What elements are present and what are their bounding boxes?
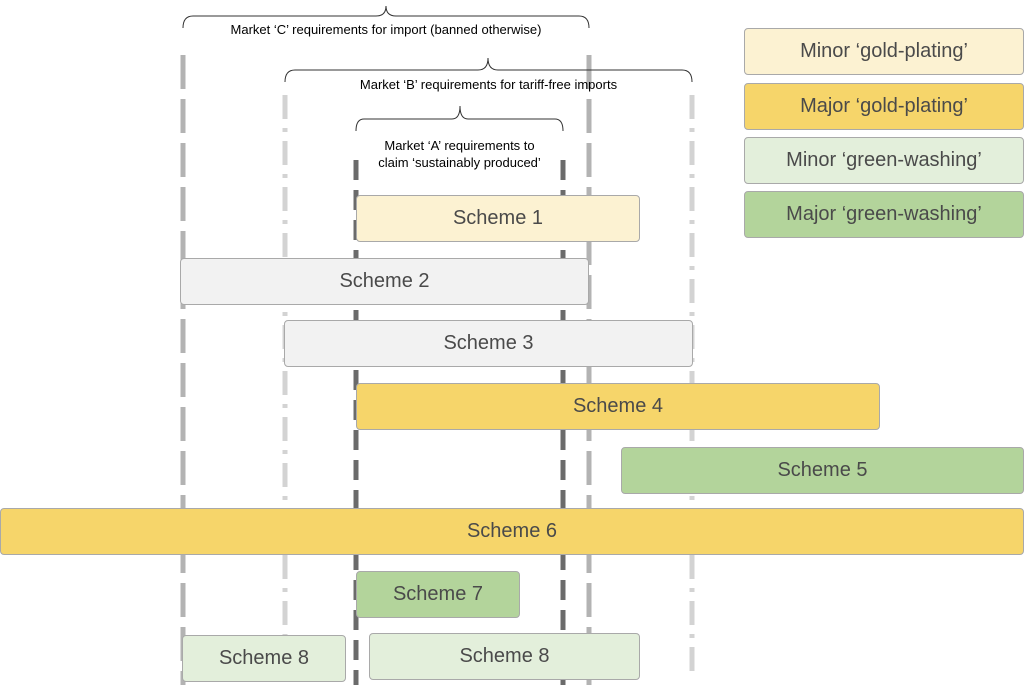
scheme-8-right: Scheme 8 — [369, 633, 640, 680]
legend-major-green-washing: Major ‘green-washing’ — [744, 191, 1024, 238]
market-c-brace — [182, 5, 590, 29]
legend-minor-green-washing: Minor ‘green-washing’ — [744, 137, 1024, 184]
scheme-1: Scheme 1 — [356, 195, 640, 242]
scheme-3: Scheme 3 — [284, 320, 693, 367]
scheme-5: Scheme 5 — [621, 447, 1024, 494]
market-a-label-line2: claim ‘sustainably produced’ — [378, 155, 541, 170]
legend-major-gold-plating: Major ‘gold-plating’ — [744, 83, 1024, 130]
scheme-2: Scheme 2 — [180, 258, 589, 305]
market-b-label: Market ‘B’ requirements for tariff-free … — [359, 77, 618, 92]
scheme-8-left: Scheme 8 — [182, 635, 346, 682]
scheme-4: Scheme 4 — [356, 383, 880, 430]
market-a-label-line1: Market ‘A’ requirements to — [384, 138, 535, 153]
scheme-6: Scheme 6 — [0, 508, 1024, 555]
legend-minor-gold-plating: Minor ‘gold-plating’ — [744, 28, 1024, 75]
market-a-label: Market ‘A’ requirements to claim ‘sustai… — [356, 137, 563, 171]
market-a-brace — [355, 105, 564, 132]
market-b-brace — [284, 57, 693, 83]
market-c-label: Market ‘C’ requirements for import (bann… — [230, 22, 542, 37]
scheme-7: Scheme 7 — [356, 571, 520, 618]
